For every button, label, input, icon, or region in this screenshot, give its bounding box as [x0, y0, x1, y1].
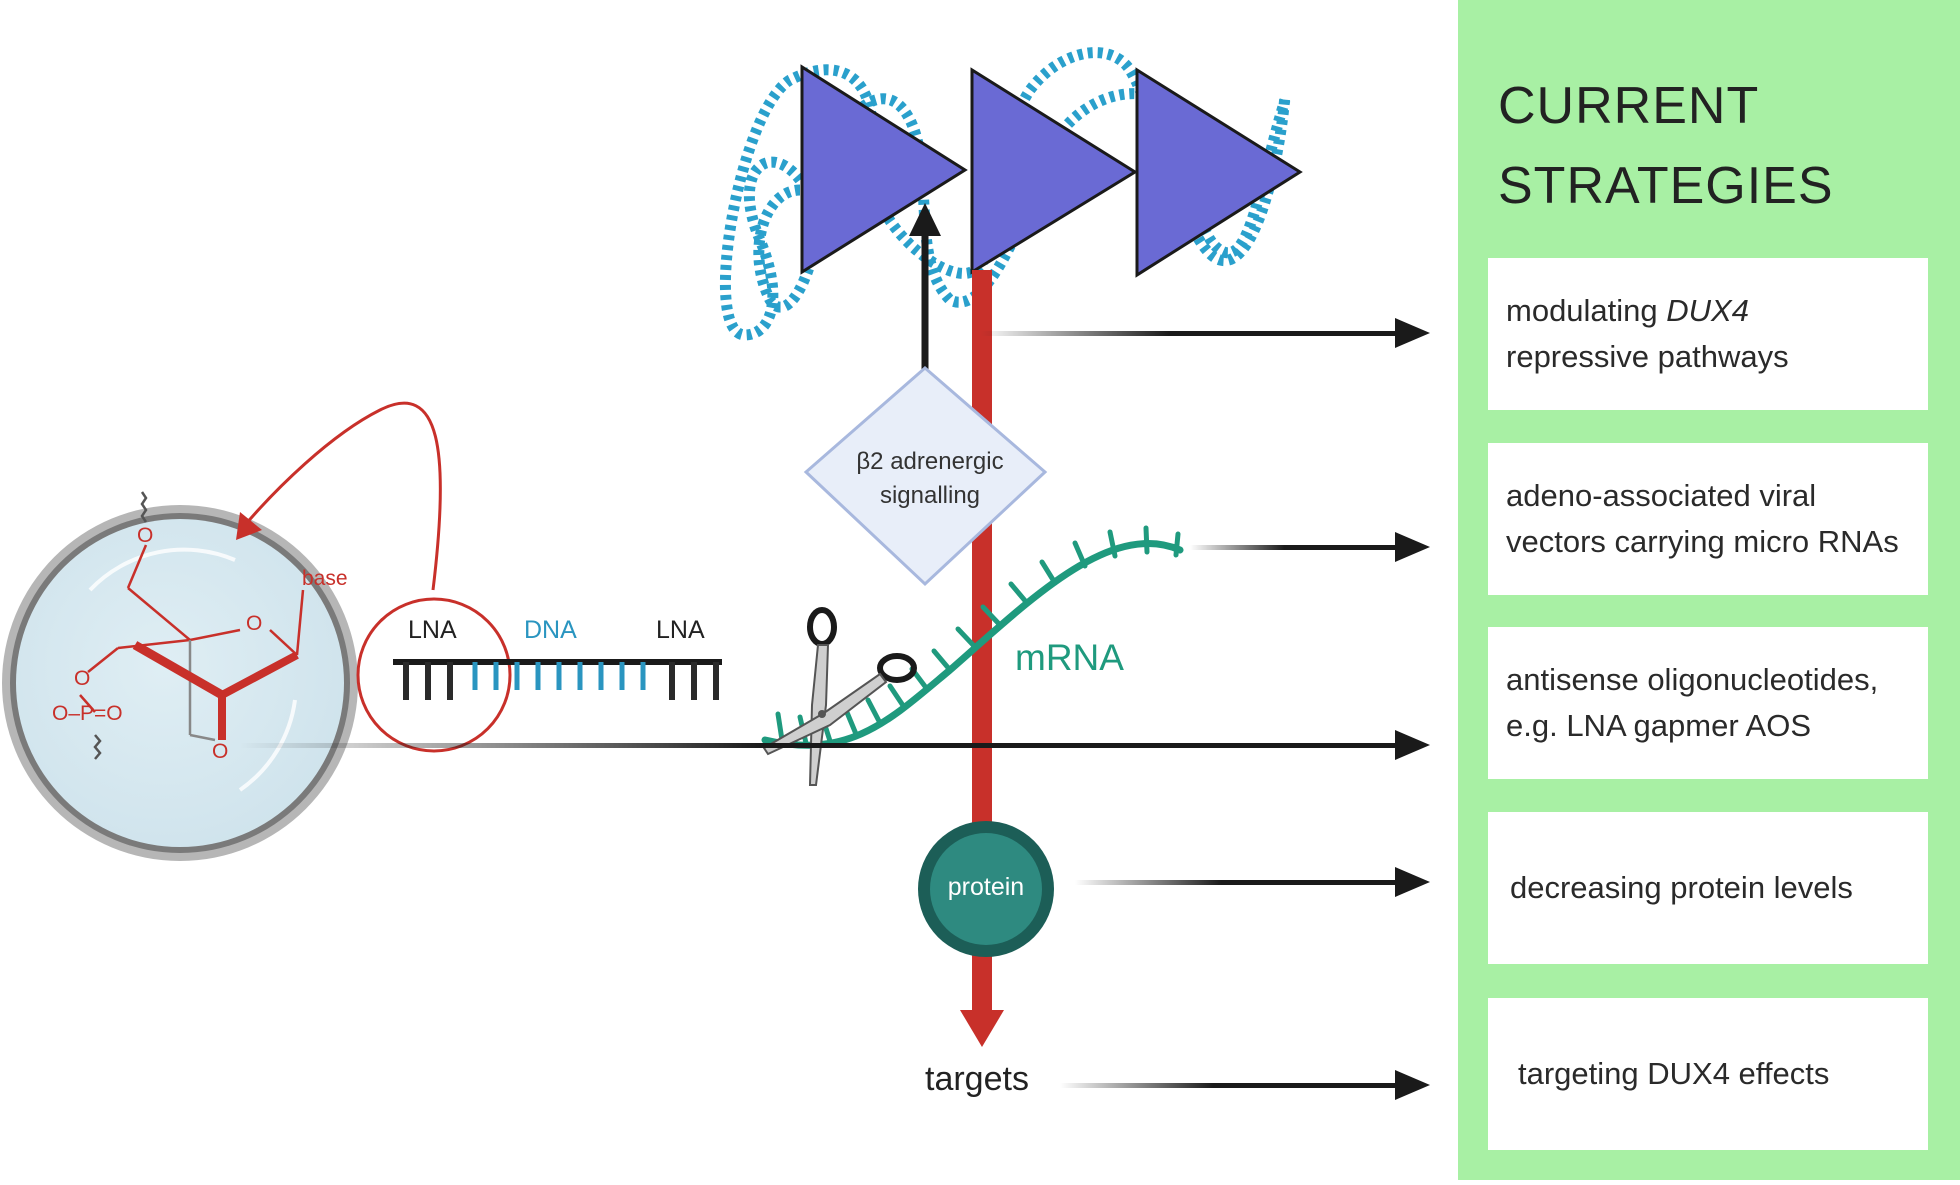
strategy-text-4: decreasing protein levels	[1510, 870, 1853, 905]
strategy-text-3: antisense oligonucleotides, e.g. LNA gap…	[1506, 662, 1879, 743]
o-top-label: O	[137, 524, 154, 547]
signalling-diamond	[803, 366, 1048, 587]
o-bottom-label: O	[212, 740, 229, 763]
triangle-2	[970, 67, 1138, 275]
signalling-label: β2 adrenergic signalling	[856, 448, 1004, 509]
phosphate-label: O–P=O	[52, 702, 123, 725]
dna-label: DNA	[524, 616, 577, 644]
magnifier-lens	[2, 505, 358, 861]
strategy-text-5: targeting DUX4 effects	[1518, 1056, 1830, 1091]
arrow-icon-2	[1190, 532, 1430, 562]
arrow-icon-1	[980, 318, 1430, 348]
strategy-arrows	[240, 318, 1430, 1100]
gapmer-oligo	[393, 659, 722, 700]
panel-title: CURRENT STRATEGIES	[1498, 66, 1938, 226]
o-left-label: O	[74, 667, 91, 690]
strategy-card-2: adeno-associated viral vectors carrying …	[1488, 443, 1928, 595]
panel-title-line2: STRATEGIES	[1498, 157, 1834, 215]
strategies-panel: CURRENT STRATEGIES modulating DUX4 repre…	[1458, 0, 1960, 1180]
signalling-arrow	[909, 203, 941, 370]
strategy-card-5: targeting DUX4 effects	[1488, 998, 1928, 1150]
arrow-icon-4	[1075, 867, 1430, 897]
arrow-icon-5	[1060, 1070, 1430, 1100]
protein-label: protein	[947, 873, 1025, 901]
strategy-text-1: modulating DUX4 repressive pathways	[1506, 293, 1789, 374]
strategy-card-4: decreasing protein levels	[1488, 812, 1928, 964]
strategy-text-2: adeno-associated viral vectors carrying …	[1506, 478, 1899, 559]
lna-structure	[79, 491, 305, 760]
mrna-strand	[761, 525, 1184, 749]
callout-arrow	[236, 401, 512, 753]
panel-title-line1: CURRENT	[1498, 77, 1760, 135]
targets-label: targets	[925, 1060, 1029, 1098]
triangle-3	[1135, 67, 1303, 278]
triangle-1	[800, 64, 968, 275]
strategy-card-3: antisense oligonucleotides, e.g. LNA gap…	[1488, 627, 1928, 779]
lna-right-label: LNA	[656, 616, 705, 644]
chromatin-triangles	[800, 64, 1303, 278]
strategy-card-1: modulating DUX4 repressive pathways	[1488, 258, 1928, 410]
protein-circle	[918, 821, 1054, 957]
base-label: base	[302, 567, 348, 590]
gene-name: DUX4	[1666, 293, 1749, 328]
lna-left-label: LNA	[408, 616, 457, 644]
o-ring-label: O	[246, 612, 263, 635]
arrow-icon-3	[240, 730, 1430, 760]
scissors-icon	[762, 607, 917, 786]
mrna-label: mRNA	[1015, 637, 1124, 678]
